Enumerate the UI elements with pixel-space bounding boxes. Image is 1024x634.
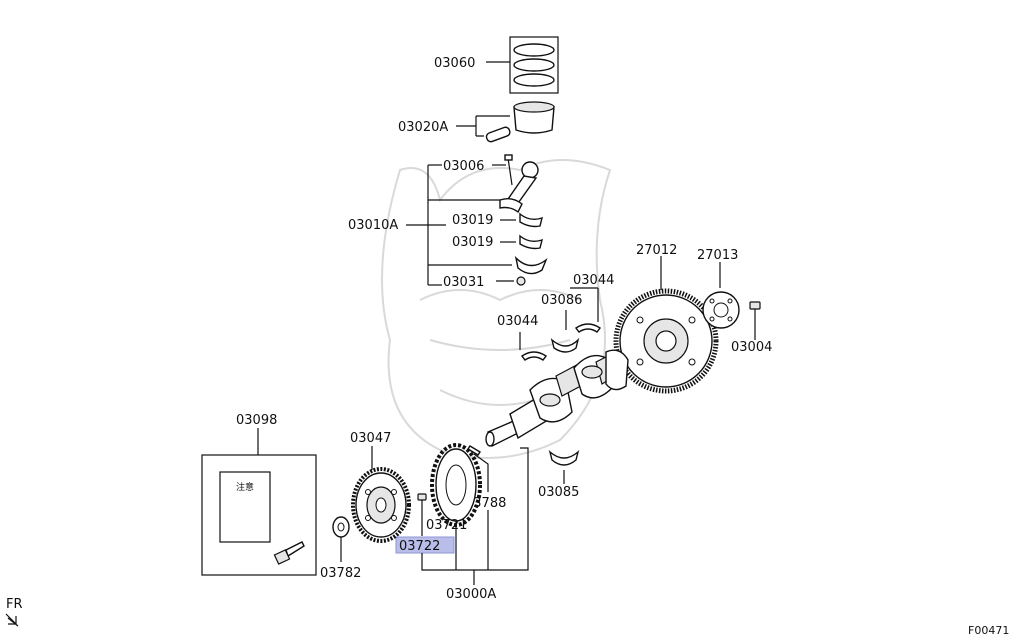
label-03721[interactable]: 03721 [426, 518, 467, 533]
label-03098[interactable]: 03098 [236, 413, 277, 428]
conrod-bracket [406, 164, 512, 286]
crank-pulley[interactable] [351, 446, 411, 543]
label-03047[interactable]: 03047 [350, 431, 391, 446]
crank-sensing-plate[interactable] [430, 443, 482, 538]
conrod-bearing-upper[interactable] [500, 212, 543, 228]
label-03020A[interactable]: 03020A [398, 120, 448, 135]
crankshaft[interactable] [485, 349, 629, 448]
thrust-washer-upper[interactable] [570, 287, 602, 333]
front-direction-indicator: FR [5, 597, 23, 627]
crankshaft-assy-bracket [421, 447, 529, 585]
conrod-cap[interactable] [514, 255, 548, 275]
front-label: FR [6, 597, 23, 612]
watermark-logo [381, 159, 612, 459]
piston[interactable] [456, 101, 555, 143]
figure-code: F00471 [968, 624, 1009, 634]
drive-plate[interactable] [613, 256, 719, 394]
label-03010A[interactable]: 03010A [348, 218, 398, 233]
label-03044-upper[interactable]: 03044 [573, 273, 614, 288]
crank-pulley-bolt-small[interactable] [417, 493, 427, 536]
label-03722[interactable]: 03722 [399, 539, 440, 554]
label-03006[interactable]: 03006 [443, 159, 484, 174]
label-27012[interactable]: 27012 [636, 243, 677, 258]
label-03000A[interactable]: 03000A [446, 587, 496, 602]
label-03060[interactable]: 03060 [434, 56, 475, 71]
label-03004[interactable]: 03004 [731, 340, 772, 355]
main-bearing-lower[interactable] [548, 450, 580, 484]
drive-plate-adapter[interactable] [702, 262, 740, 329]
label-03782[interactable]: 03782 [320, 566, 361, 581]
manual-note: 注意 [236, 481, 254, 493]
label-03722-highlight[interactable]: 03722 [395, 536, 455, 554]
conrod-bearing-lower[interactable] [500, 234, 543, 250]
conrod-nut[interactable] [496, 276, 526, 286]
thrust-washer-lower[interactable] [519, 332, 548, 361]
label-03019-upper[interactable]: 03019 [452, 213, 493, 228]
label-03019-lower[interactable]: 03019 [452, 235, 493, 250]
drive-plate-bolt[interactable] [749, 301, 761, 340]
service-kit[interactable] [201, 428, 317, 576]
label-03031[interactable]: 03031 [443, 275, 484, 290]
conrod-bolt[interactable] [492, 154, 513, 186]
label-27013[interactable]: 27013 [697, 248, 738, 263]
piston-rings[interactable] [486, 36, 559, 94]
label-03085[interactable]: 03085 [538, 485, 579, 500]
crank-pulley-washer[interactable] [332, 516, 350, 562]
connecting-rod[interactable] [499, 161, 539, 214]
label-03044-lower[interactable]: 03044 [497, 314, 538, 329]
main-bearing-upper[interactable] [550, 310, 580, 353]
label-03086[interactable]: 03086 [541, 293, 582, 308]
crankshaft-key[interactable] [467, 445, 489, 492]
